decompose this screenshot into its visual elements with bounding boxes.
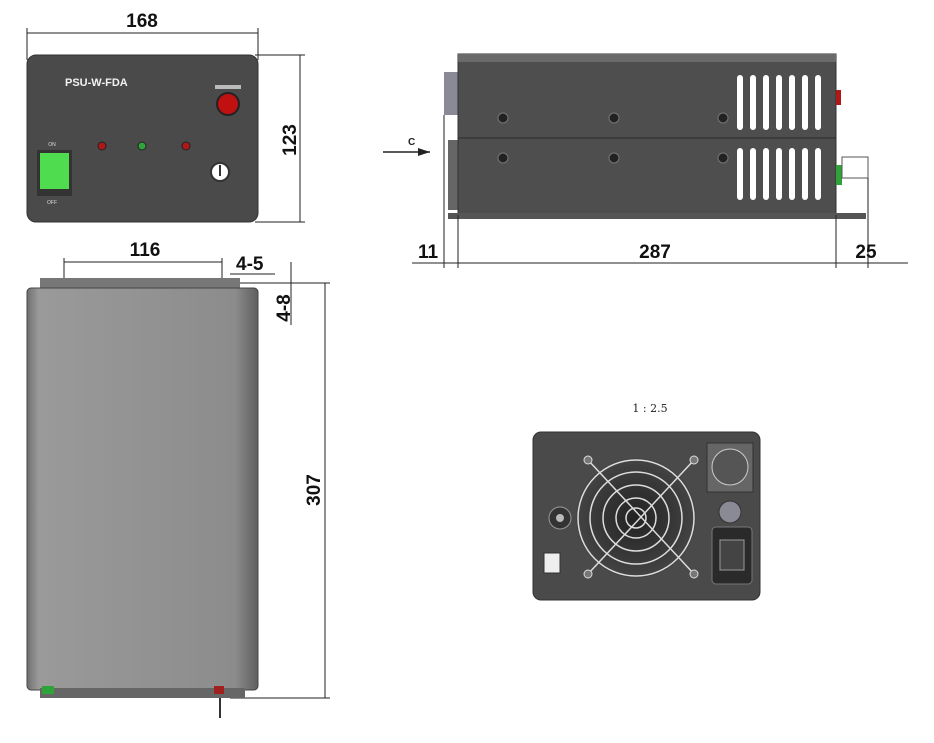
usb-interface [543,552,561,574]
view-arrow-icon [418,148,430,156]
front-view: 168 123 PSU-W-FDA ON OFF [26,11,305,223]
emergency-stop-button [216,92,240,116]
estop-label [215,85,241,89]
body-length-dimension: 287 [639,242,671,263]
model-label: PSU-W-FDA [65,77,128,89]
alarm-led [181,141,191,151]
length-dimension: 307 [304,474,325,506]
side-view: C 11 287 25 [383,53,908,268]
width-dimension: 168 [126,11,158,32]
mount-spacing-dimension: 116 [130,240,161,261]
left-protrusion-dimension: 11 [418,242,439,263]
fan [576,458,696,578]
switch-on-label: ON [48,142,56,148]
view-marker: C [408,137,415,148]
top-cover [26,287,259,691]
power-led [97,141,107,151]
laser-led [137,141,147,151]
right-protrusion-dimension: 25 [855,242,877,263]
height-dimension: 123 [280,124,301,156]
vent-slots [737,75,821,200]
top-view: 116 4-5 4-8 307 [26,240,330,718]
slot-width-dimension: 4-5 [236,254,264,275]
screws [497,112,729,164]
front-panel [26,54,259,223]
rear-view: 1 : 2.5 [532,402,761,601]
slot-depth-dimension: 4-8 [274,294,295,321]
round-plug [718,500,742,524]
switch-off-label: OFF [47,200,57,206]
scale-label: 1 : 2.5 [632,402,667,415]
